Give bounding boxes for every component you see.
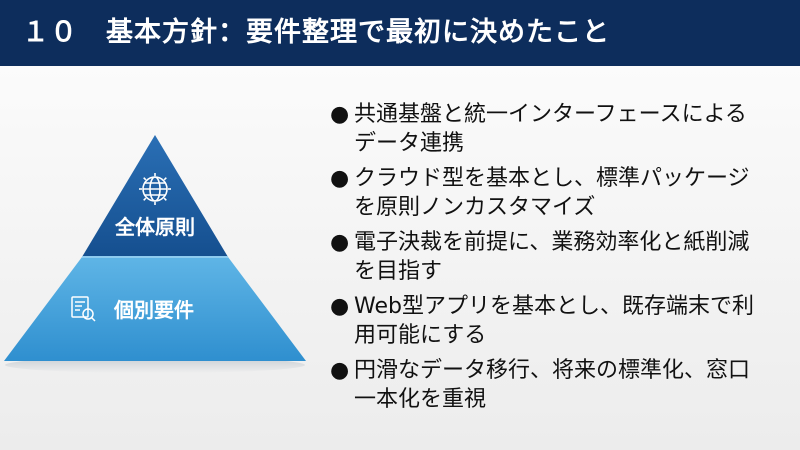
document-search-icon <box>71 296 96 322</box>
bullet-item: ● 共通基盤と統一インターフェースによる データ連携 <box>330 100 790 158</box>
bullet-text-line: 一本化を重視 <box>354 387 487 412</box>
bullet-text-line: クラウド型を基本とし、標準パッケージ <box>354 166 750 191</box>
bullet-text-line: 共通基盤と統一インターフェースによる <box>354 102 747 127</box>
bullet-marker: ● <box>330 230 350 255</box>
bullet-item: ● 円滑なデータ移行、将来の標準化、窓口 一本化を重視 <box>330 356 790 414</box>
slide-header: １０ 基本方針：要件整理で最初に決めたこと <box>0 0 800 66</box>
pyramid-bottom-tier <box>4 257 306 361</box>
bullet-list: ● 共通基盤と統一インターフェースによる データ連携 ● クラウド型を基本とし、… <box>330 100 790 420</box>
bullet-text-line: 円滑なデータ移行、将来の標準化、窓口 <box>354 358 751 383</box>
pyramid-diagram: 全体原則 個別要件 <box>0 133 310 375</box>
pyramid-svg: 全体原則 個別要件 <box>4 135 306 373</box>
bullet-item: ● Web型アプリを基本とし、既存端末で利 用可能にする <box>330 292 790 350</box>
pyramid-top-tier <box>82 135 228 257</box>
bullet-marker: ● <box>330 102 350 127</box>
bullet-text-line: を原則ノンカスタマイズ <box>354 195 596 220</box>
bullet-item: ● クラウド型を基本とし、標準パッケージ を原則ノンカスタマイズ <box>330 164 790 222</box>
bullet-text-line: 電子決裁を前提に、業務効率化と紙削減 <box>354 230 750 255</box>
bullet-item: ● 電子決裁を前提に、業務効率化と紙削減 を目指す <box>330 228 790 286</box>
bullet-text-line: 用可能にする <box>354 323 487 348</box>
bullet-marker: ● <box>330 358 350 383</box>
slide-title: １０ 基本方針：要件整理で最初に決めたこと <box>22 17 610 48</box>
bullet-text-line: を目指す <box>354 259 443 284</box>
pyramid-bottom-label: 個別要件 <box>113 298 194 322</box>
pyramid-top-label: 全体原則 <box>114 215 195 239</box>
gear-globe-icon <box>139 173 171 205</box>
bullet-marker: ● <box>330 166 350 191</box>
bullet-marker: ● <box>330 294 350 319</box>
bullet-text-line: Web型アプリを基本とし、既存端末で利 <box>354 294 754 319</box>
bullet-text-line: データ連携 <box>354 131 465 156</box>
